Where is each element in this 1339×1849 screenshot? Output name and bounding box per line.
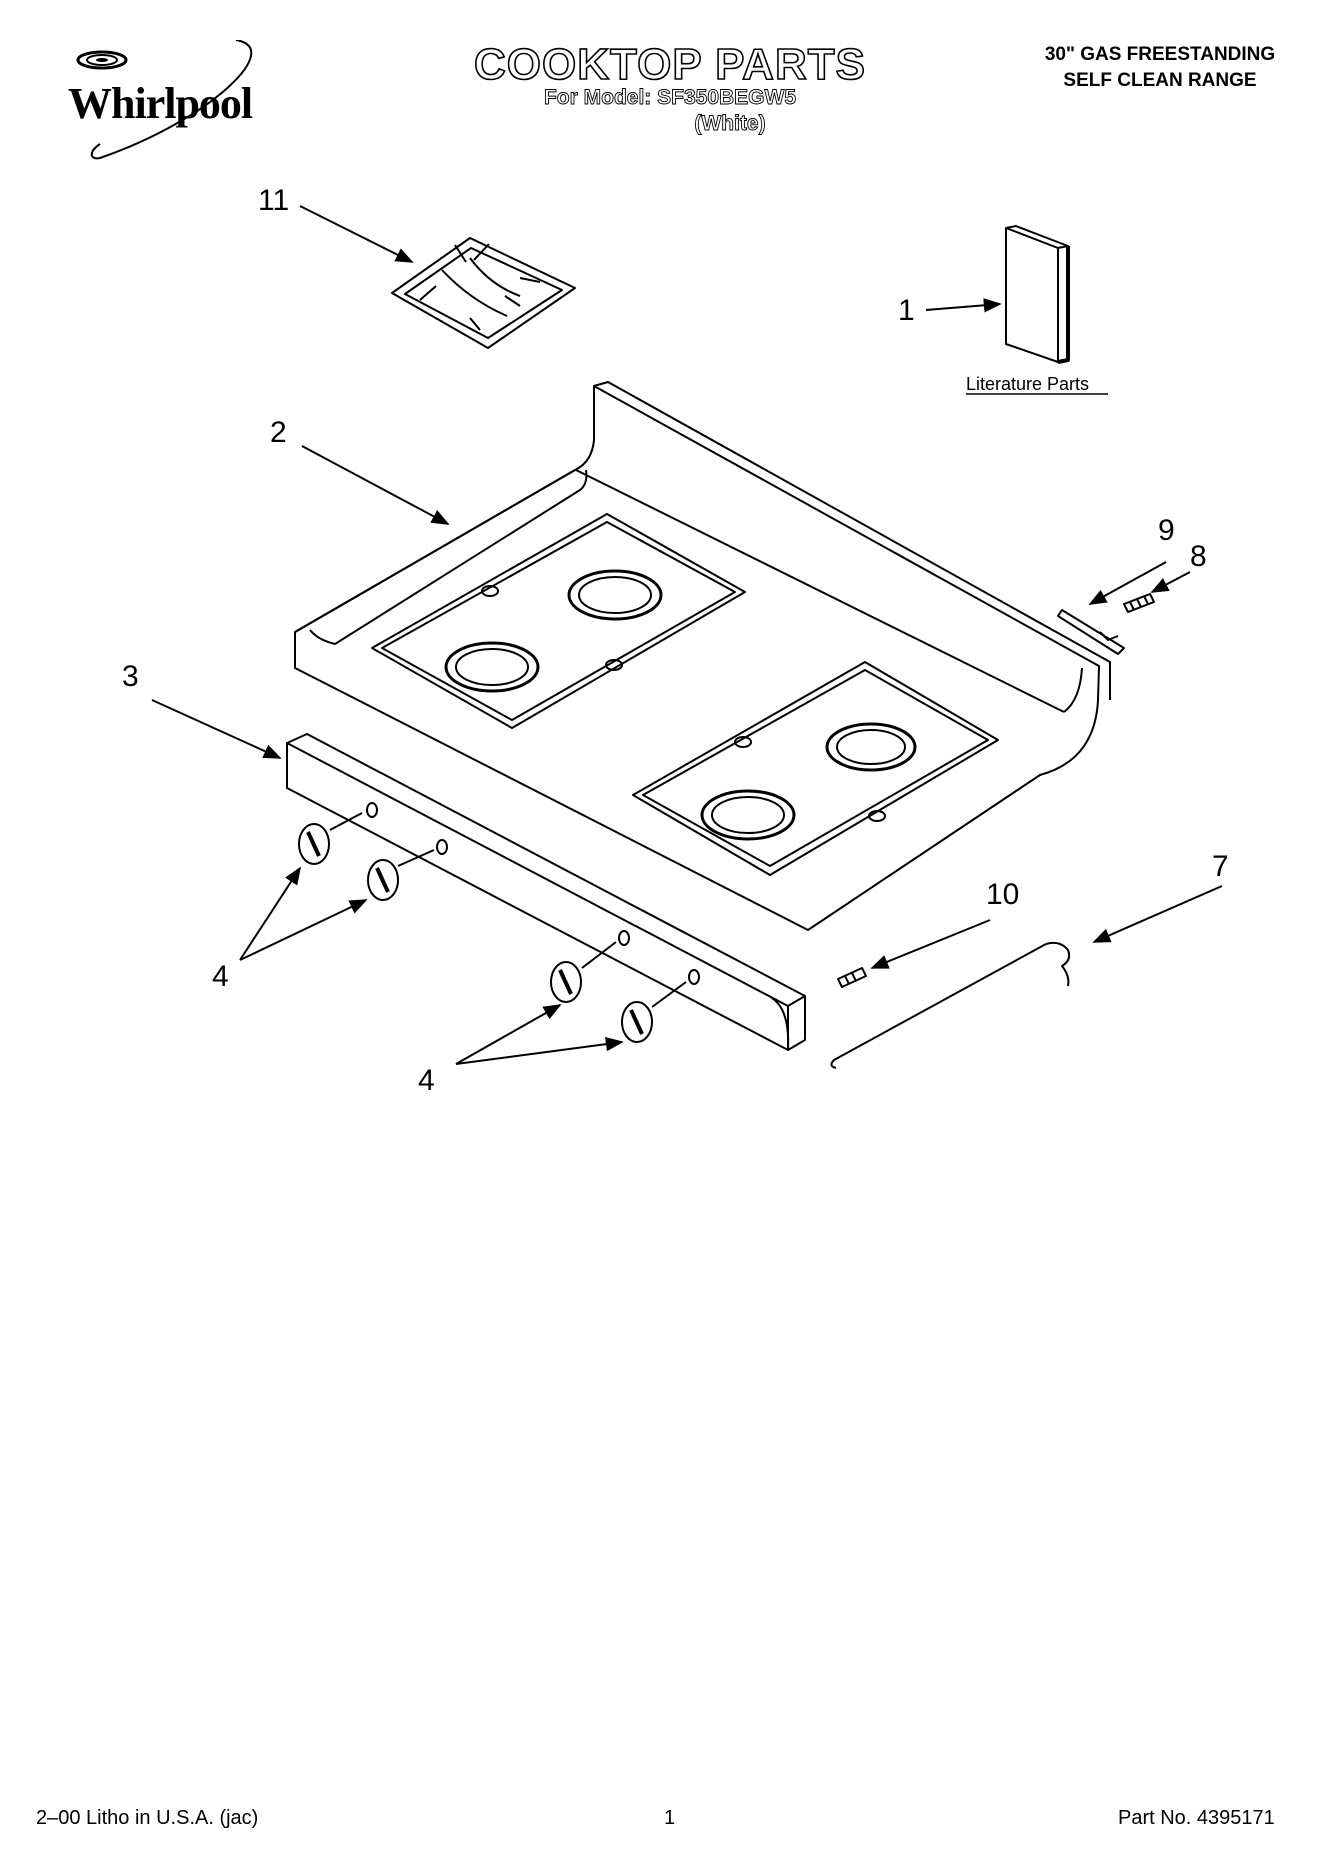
support-rod-part	[830, 941, 1071, 1069]
print-info: 2–00 Litho in U.S.A. (jac)	[36, 1807, 259, 1829]
range-type-line-2: SELF CLEAN RANGE	[1063, 70, 1257, 91]
page-number: 1	[664, 1807, 676, 1829]
leader-arrow-4b	[239, 899, 368, 961]
brand-wordmark: Whirlpool	[68, 79, 253, 128]
callout-10: 10	[986, 878, 1019, 911]
leader-arrow-11	[299, 205, 414, 263]
leader-arrow-10	[870, 919, 991, 969]
control-knobs	[298, 812, 687, 1043]
part-number: Part No. 4395171	[1118, 1807, 1275, 1829]
callout-1: 1	[898, 294, 915, 327]
callout-8: 8	[1190, 540, 1207, 573]
page-title: COOKTOP PARTS	[473, 39, 866, 90]
range-type-line-1: 30" GAS FREESTANDING	[1044, 44, 1276, 65]
callout-3: 3	[122, 660, 139, 693]
burner-grate-part	[391, 237, 576, 349]
literature-parts-booklet	[1005, 225, 1070, 364]
callout-9: 9	[1158, 514, 1175, 547]
leader-arrow-4a	[239, 866, 301, 961]
main-cooktop-part	[294, 381, 1111, 931]
leader-arrow-9	[1088, 561, 1167, 605]
leader-arrow-2	[301, 445, 450, 525]
callout-4-left: 4	[212, 960, 229, 993]
panel-screw-part	[837, 967, 867, 988]
callout-4-right: 4	[418, 1064, 435, 1097]
mounting-screw-part	[1123, 593, 1155, 613]
leader-arrow-4c	[455, 1004, 562, 1065]
leader-arrow-3	[151, 699, 282, 759]
control-panel-part	[286, 733, 806, 1051]
whirlpool-logo	[76, 40, 253, 160]
model-line: For Model: SF350BEGW5	[543, 86, 797, 110]
color-line: (White)	[694, 112, 766, 136]
leader-arrow-8	[1150, 571, 1191, 593]
leader-arrow-7	[1092, 885, 1223, 943]
literature-parts-label: Literature Parts	[966, 374, 1089, 394]
leader-arrow-4d	[455, 1036, 624, 1065]
callout-7: 7	[1212, 850, 1229, 883]
callout-2: 2	[270, 416, 287, 449]
callout-11: 11	[258, 184, 289, 217]
hinge-bracket-part	[1057, 609, 1125, 655]
leader-arrow-1	[925, 298, 1002, 313]
